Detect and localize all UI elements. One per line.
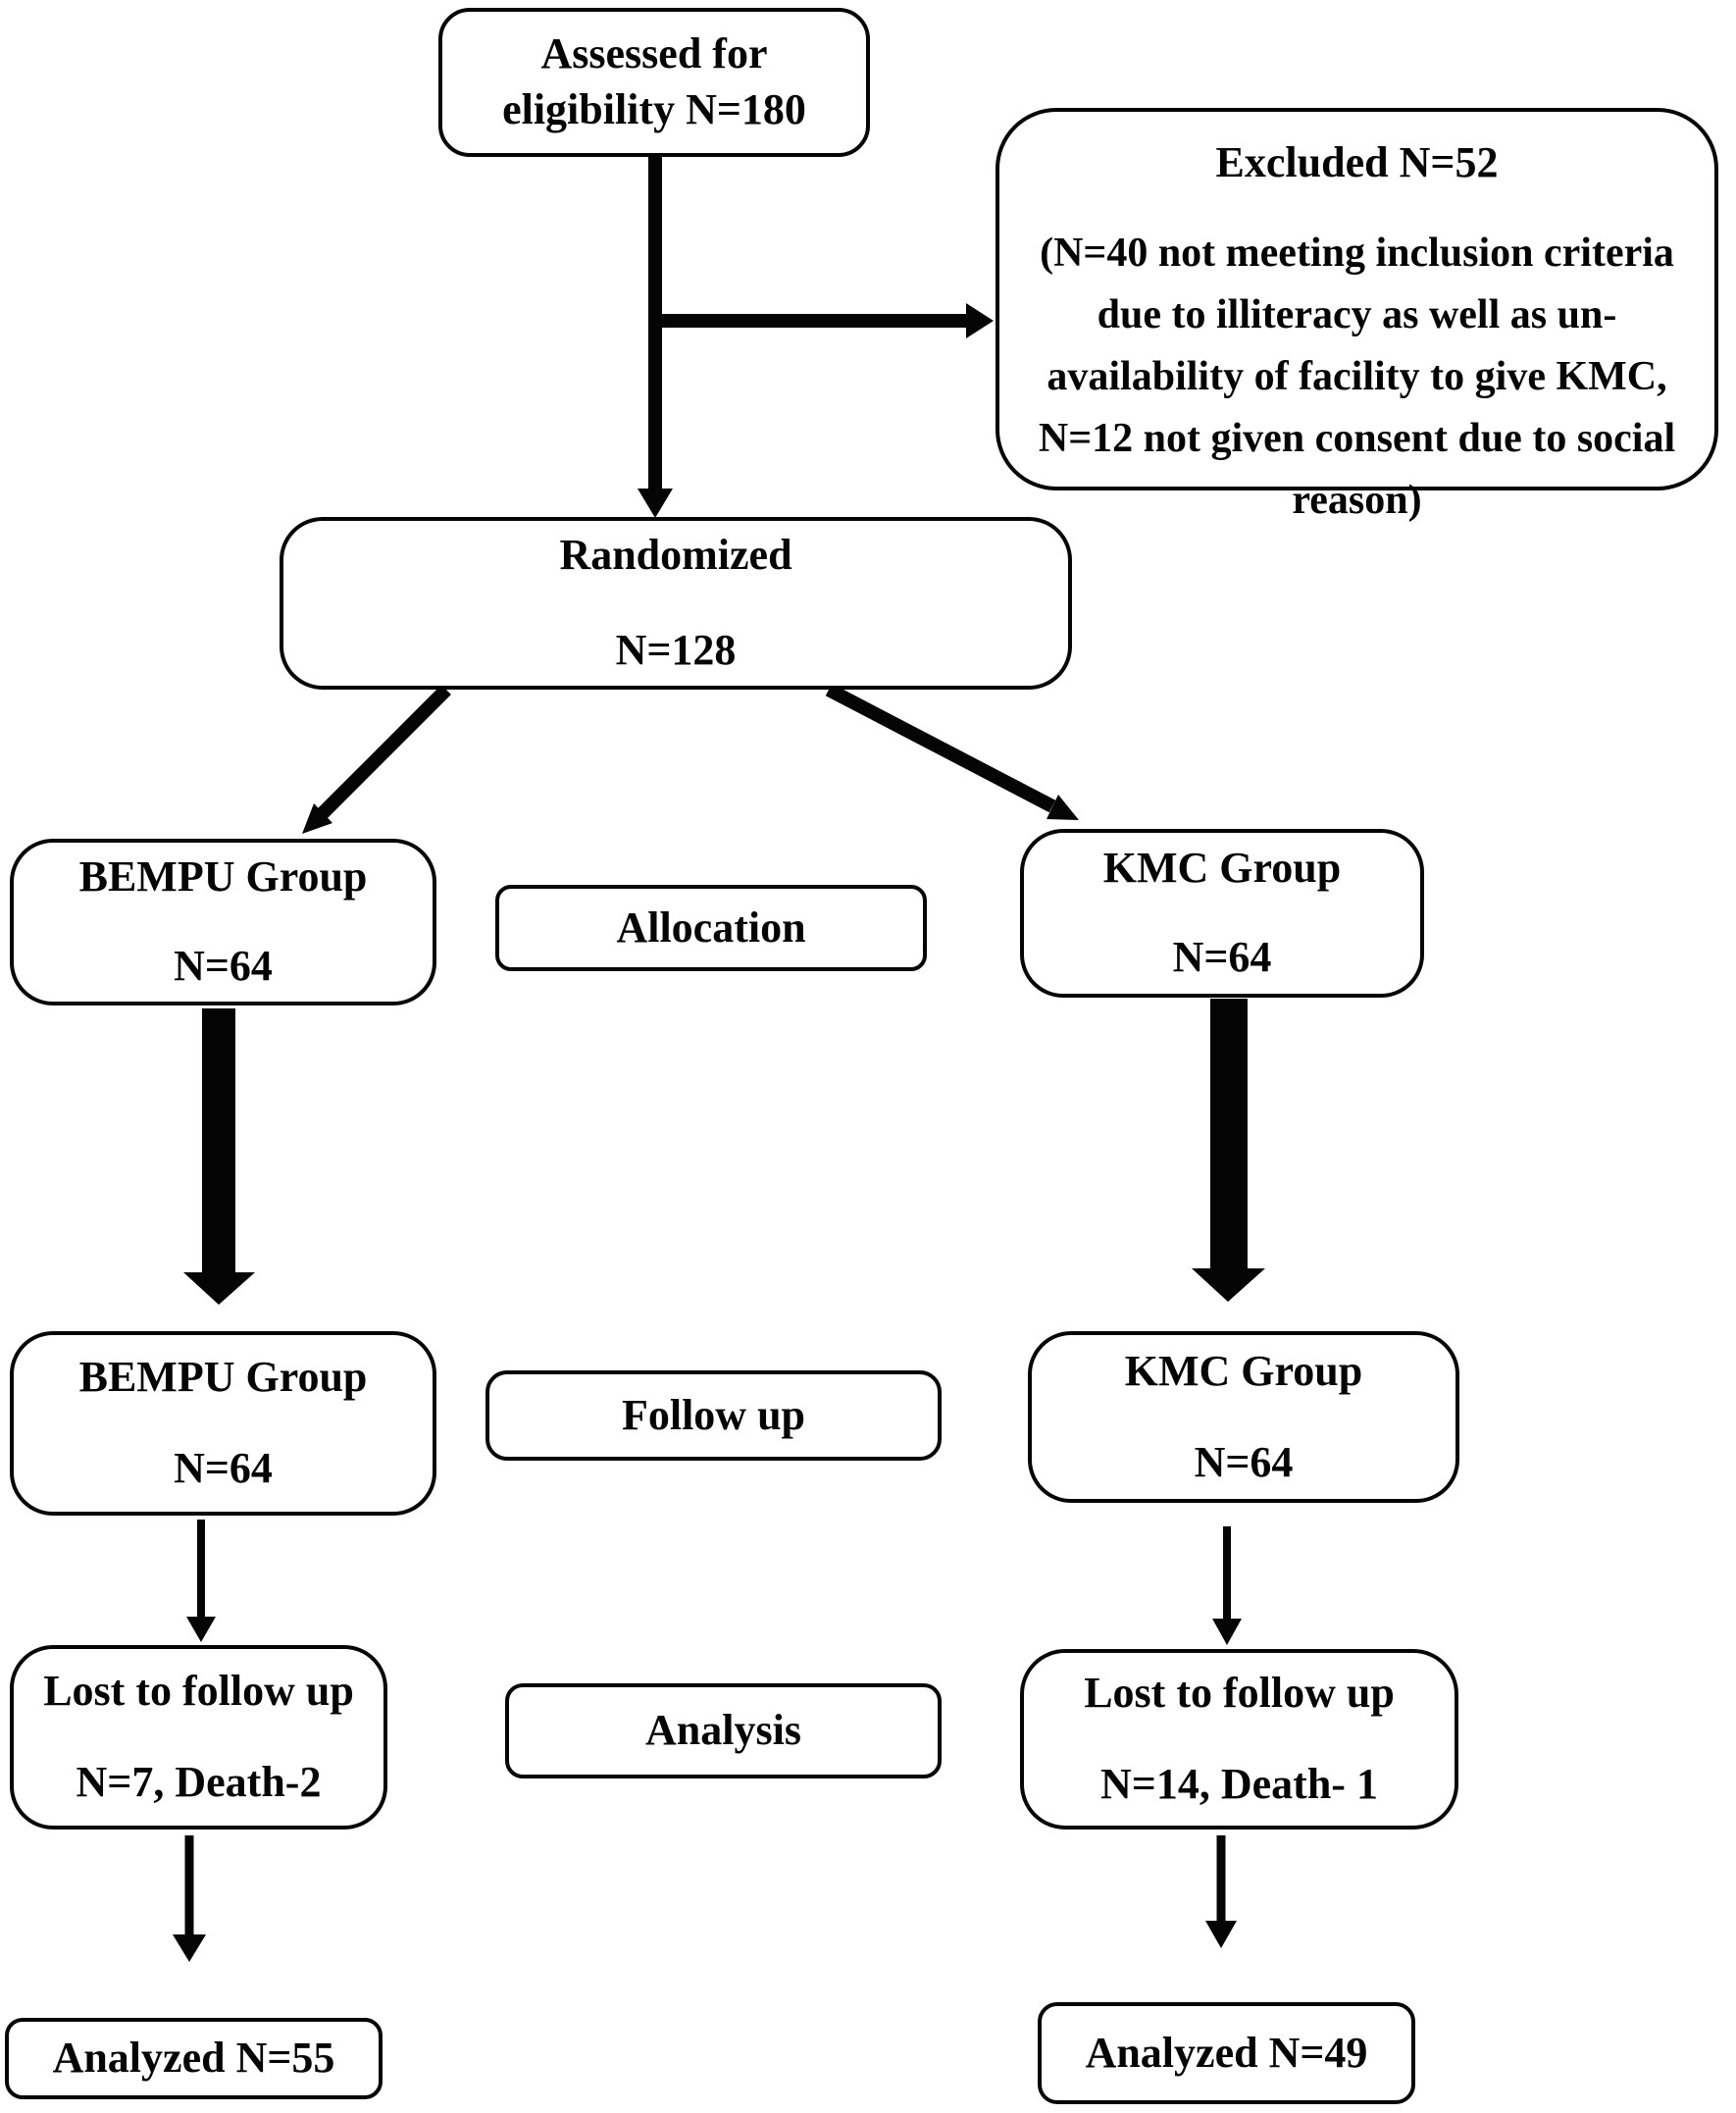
node-bempu-group-followup: BEMPU Group N=64 xyxy=(10,1331,436,1516)
node-text-line2: N=64 xyxy=(1194,1437,1294,1486)
stage-label-allocation: Allocation xyxy=(495,885,927,971)
stage-label-followup: Follow up xyxy=(485,1370,942,1461)
node-text-line1: Lost to follow up xyxy=(1084,1669,1395,1718)
stage-label-text: Allocation xyxy=(616,902,806,952)
node-text-line2: N=128 xyxy=(615,626,737,674)
node-text-line1: Lost to follow up xyxy=(43,1667,354,1716)
node-text-line2: N=64 xyxy=(1172,933,1272,981)
arrow-bempu-followup-to-lost xyxy=(186,1520,216,1642)
arrow-bempu-alloc-to-followup xyxy=(183,1008,255,1305)
arrow-kmc-lost-to-analyzed xyxy=(1205,1835,1237,1948)
node-text-line1: KMC Group xyxy=(1124,1346,1363,1395)
arrow-to-excluded xyxy=(648,303,994,338)
node-bempu-group-allocated: BEMPU Group N=64 xyxy=(10,839,436,1005)
node-assessed-for-eligibility: Assessed for eligibility N=180 xyxy=(438,8,870,157)
node-kmc-analyzed: Analyzed N=49 xyxy=(1038,2002,1415,2104)
node-text-line1: Randomized xyxy=(559,531,792,580)
node-kmc-group-followup: KMC Group N=64 xyxy=(1028,1331,1459,1503)
node-randomized: Randomized N=128 xyxy=(280,517,1072,690)
node-bempu-analyzed: Analyzed N=55 xyxy=(5,2018,383,2099)
node-kmc-group-allocated: KMC Group N=64 xyxy=(1020,829,1424,998)
stage-label-text: Follow up xyxy=(621,1390,806,1439)
node-text-line1: Assessed for xyxy=(540,29,768,78)
node-text-line2: N=7, Death-2 xyxy=(76,1758,322,1806)
node-text-line2: N=14, Death- 1 xyxy=(1100,1760,1378,1808)
node-text-line1: BEMPU Group xyxy=(78,1353,368,1402)
arrow-randomized-to-bempu xyxy=(302,685,451,834)
arrow-bempu-lost-to-analyzed xyxy=(173,1835,206,1962)
arrow-kmc-alloc-to-followup xyxy=(1192,999,1265,1302)
arrow-assessed-to-randomized xyxy=(638,157,673,518)
node-text-line2: N=64 xyxy=(174,942,273,990)
node-text-detail: (N=40 not meeting inclusion criteria due… xyxy=(1038,230,1676,523)
arrow-kmc-followup-to-lost xyxy=(1212,1526,1242,1645)
node-text-line2: eligibility N=180 xyxy=(502,85,806,133)
arrow-randomized-to-kmc xyxy=(825,683,1079,820)
node-text-line1: BEMPU Group xyxy=(78,852,368,902)
node-bempu-lost-to-followup: Lost to follow up N=7, Death-2 xyxy=(10,1645,387,1830)
stage-label-text: Analysis xyxy=(645,1706,801,1755)
stage-label-analysis: Analysis xyxy=(505,1683,942,1778)
node-kmc-lost-to-followup: Lost to follow up N=14, Death- 1 xyxy=(1020,1649,1458,1830)
node-excluded: Excluded N=52 (N=40 not meeting inclusio… xyxy=(996,108,1718,523)
node-text-line1: KMC Group xyxy=(1102,844,1342,893)
node-text-line2: N=64 xyxy=(174,1444,273,1492)
node-text-title: Excluded N=52 xyxy=(1215,138,1499,186)
node-text-line1: Analyzed N=49 xyxy=(1085,2028,1368,2077)
node-text-line1: Analyzed N=55 xyxy=(52,2034,335,2083)
